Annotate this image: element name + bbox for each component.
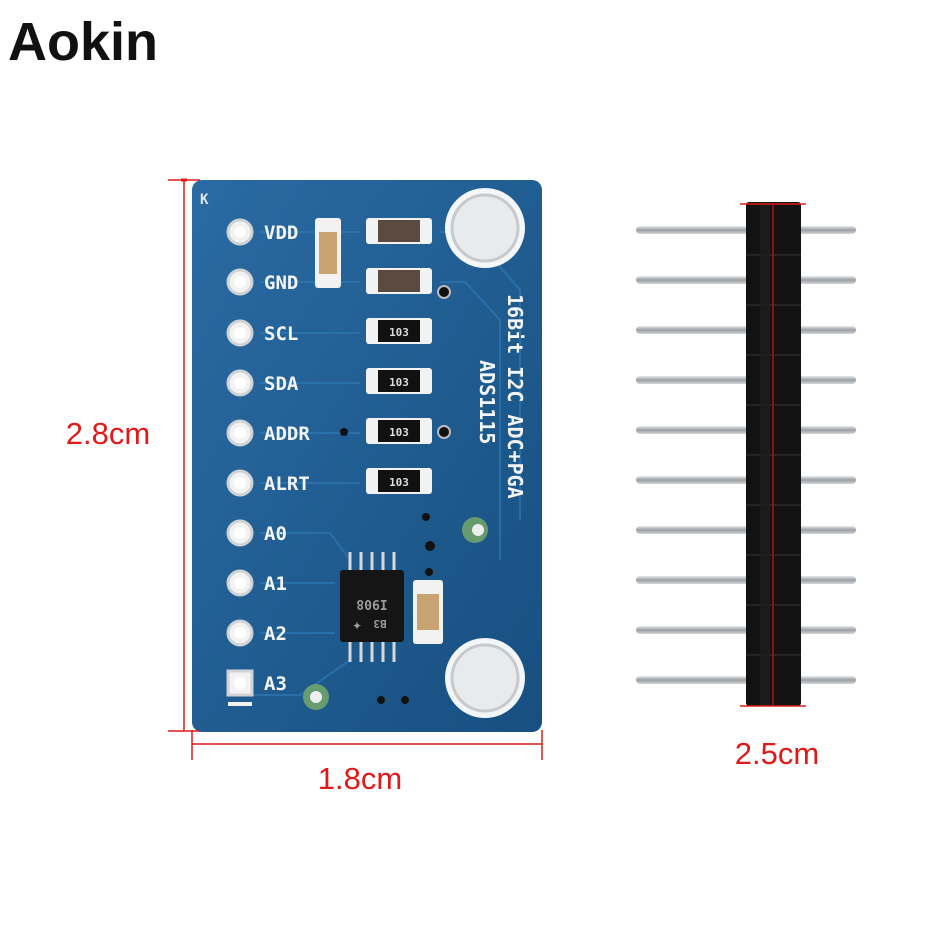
chip-marking-2: B3 <box>373 617 386 630</box>
pin-label-gnd: GND <box>264 272 298 294</box>
mounting-hole-top <box>445 188 525 268</box>
pcb <box>192 180 542 732</box>
pin-label-a1: A1 <box>264 573 287 595</box>
pcb-traces <box>240 231 521 696</box>
resistor-3: 103 <box>366 418 432 444</box>
resistor-code-4: 103 <box>389 476 409 489</box>
resistor-1: 103 <box>366 318 432 344</box>
pin-label-a0: A0 <box>264 523 287 545</box>
ti-logo-icon: ✦ <box>352 619 362 633</box>
ads1115-chip: I908 B3 ✦ <box>340 552 404 662</box>
pin-pads <box>226 218 254 706</box>
capacitor-top-2 <box>366 268 432 294</box>
resistor-code-1: 103 <box>389 326 409 339</box>
capacitor-chip <box>413 580 443 644</box>
corner-mark: K <box>200 192 209 208</box>
pin-label-scl: SCL <box>264 323 298 345</box>
capacitor-vertical <box>315 218 341 288</box>
resistor-code-3: 103 <box>389 426 409 439</box>
mounting-hole-bottom <box>445 638 525 718</box>
board-height-dimension <box>168 178 200 732</box>
capacitor-top-1 <box>366 218 432 244</box>
header-length-dimension <box>740 203 806 707</box>
pin-label-vdd: VDD <box>264 222 298 244</box>
pin-label-addr: ADDR <box>264 423 310 445</box>
board-width-dimension <box>191 730 543 760</box>
board-model-silkscreen: ADS1115 <box>475 360 499 444</box>
board-width-label: 1.8cm <box>318 761 402 796</box>
test-pads <box>303 517 488 710</box>
pin-labels: VDD GND SCL SDA ADDR ALRT A0 A1 A2 A3 <box>264 222 310 695</box>
pin-label-a2: A2 <box>264 623 287 645</box>
pin-label-a3: A3 <box>264 673 287 695</box>
board-title-silkscreen: 16Bit I2C ADC+PGA <box>503 294 527 499</box>
header-length-label: 2.5cm <box>735 736 819 771</box>
logo-text: Aokin <box>8 12 158 72</box>
pin-label-sda: SDA <box>264 373 299 395</box>
vias <box>377 513 435 704</box>
resistor-4: 103 <box>366 468 432 494</box>
chip-marking-1: I908 <box>356 596 387 611</box>
ads1115-board: K VDD GND SCL SDA ADDR ALRT A0 A1 A2 <box>192 180 542 732</box>
resistor-code-2: 103 <box>389 376 409 389</box>
aokin-logo: Aokin <box>8 12 158 72</box>
pin-label-alrt: ALRT <box>264 473 310 495</box>
board-height-label: 2.8cm <box>66 416 150 451</box>
pin-header <box>636 202 856 706</box>
resistor-2: 103 <box>366 368 432 394</box>
